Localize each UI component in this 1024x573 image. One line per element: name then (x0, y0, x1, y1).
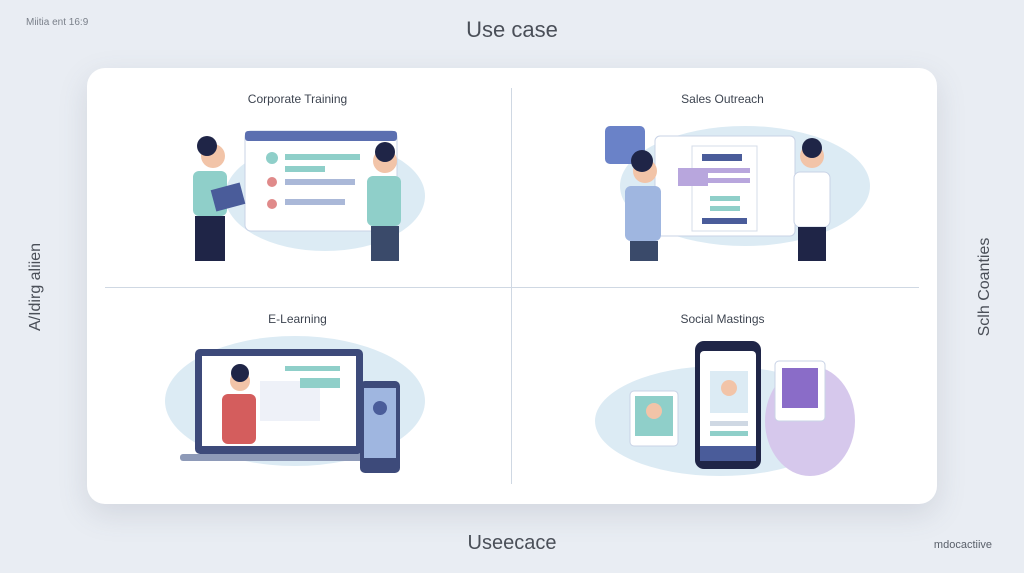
quadrant-title: Sales Outreach (681, 92, 764, 106)
corporate-training-illustration (193, 130, 425, 261)
quadrant-sales-outreach: Sales Outreach (520, 68, 925, 268)
use-case-card: Corporate Training Sales Outreach E-Lear… (87, 68, 937, 504)
side-label-right: Sclh Coanties (976, 237, 993, 337)
footer-title: Useecace (467, 532, 557, 554)
e-learning-illustration (165, 336, 425, 473)
quadrant-corporate-training: Corporate Training (95, 68, 500, 268)
divider-vertical (511, 88, 512, 484)
quadrant-title: E-Learning (268, 312, 327, 326)
social-illustration (595, 341, 855, 476)
page-title: Use case (466, 17, 558, 42)
brand-logo-text: mdocactiive (933, 539, 992, 551)
sales-outreach-illustration (605, 126, 870, 261)
quadrant-title: Social Mastings (680, 312, 765, 326)
side-label-left: A/Idirg aliien (27, 242, 44, 332)
divider-horizontal (105, 287, 919, 288)
quadrant-title: Corporate Training (247, 92, 348, 106)
corner-label: Miitia ent 16:9 (26, 17, 89, 28)
quadrant-social-mastings: Social Mastings (520, 288, 925, 488)
quadrant-e-learning: E-Learning (95, 288, 500, 488)
